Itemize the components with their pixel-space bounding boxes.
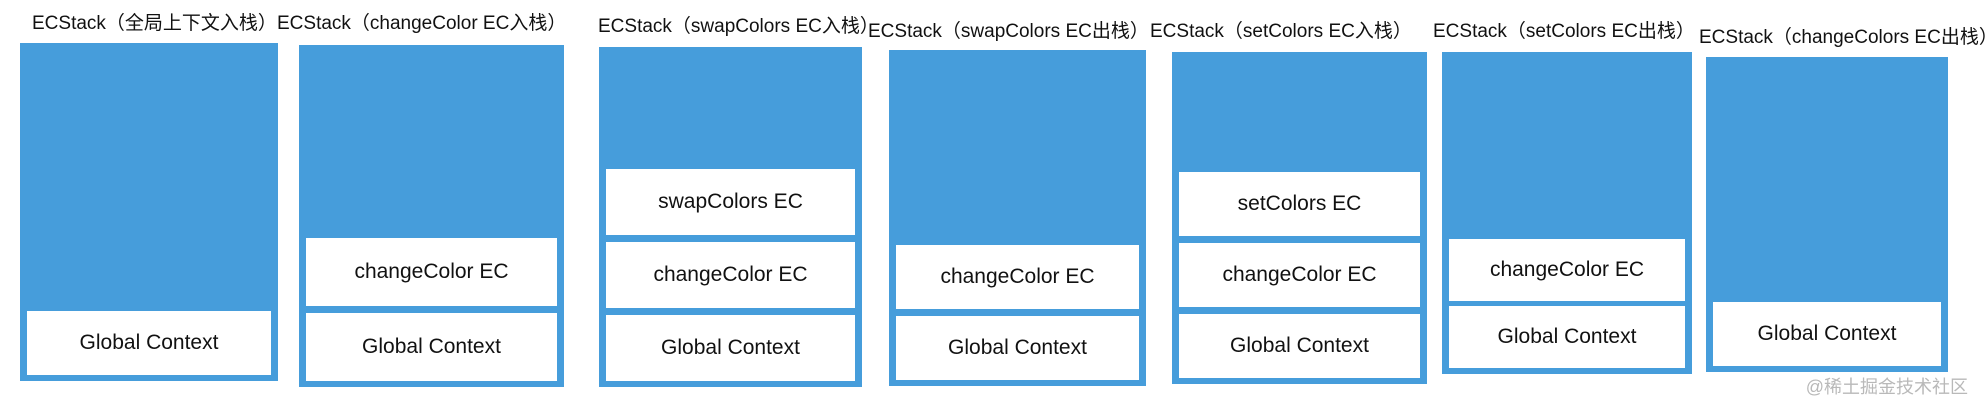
stack-7: Global Context (1706, 57, 1948, 372)
frame-global-context: Global Context (896, 316, 1139, 380)
stack-6: Global Context changeColor EC (1442, 52, 1692, 374)
stack-2: Global Context changeColor EC (299, 45, 564, 387)
frame-global-context: Global Context (1179, 314, 1420, 378)
frame-global-context: Global Context (306, 313, 557, 381)
stack-title-1: ECStack（全局上下文入栈） (32, 13, 277, 34)
frame-change-color-ec: changeColor EC (1449, 239, 1685, 301)
stack-title-7: ECStack（changeColors EC出栈） (1699, 27, 1986, 48)
stack-title-6: ECStack（setColors EC出栈） (1433, 21, 1695, 42)
frame-global-context: Global Context (1713, 302, 1941, 366)
frame-global-context: Global Context (606, 315, 855, 381)
frame-set-colors-ec: setColors EC (1179, 172, 1420, 236)
stack-3: Global Context changeColor EC swapColors… (599, 47, 862, 387)
stack-4: Global Context changeColor EC (889, 50, 1146, 386)
stack-title-3: ECStack（swapColors EC入栈） (598, 16, 879, 37)
stack-title-2: ECStack（changeColor EC入栈） (277, 13, 567, 34)
frame-change-color-ec: changeColor EC (896, 245, 1139, 309)
frame-change-color-ec: changeColor EC (306, 238, 557, 306)
stack-title-4: ECStack（swapColors EC出栈） (868, 21, 1149, 42)
stack-5: Global Context changeColor EC setColors … (1172, 52, 1427, 384)
frame-swap-colors-ec: swapColors EC (606, 169, 855, 235)
stack-title-5: ECStack（setColors EC入栈） (1150, 21, 1412, 42)
frame-global-context: Global Context (27, 311, 271, 375)
watermark: @稀土掘金技术社区 (1805, 377, 1968, 397)
frame-change-color-ec: changeColor EC (606, 242, 855, 308)
frame-global-context: Global Context (1449, 306, 1685, 368)
frame-change-color-ec: changeColor EC (1179, 243, 1420, 307)
stack-1: Global Context (20, 43, 278, 381)
